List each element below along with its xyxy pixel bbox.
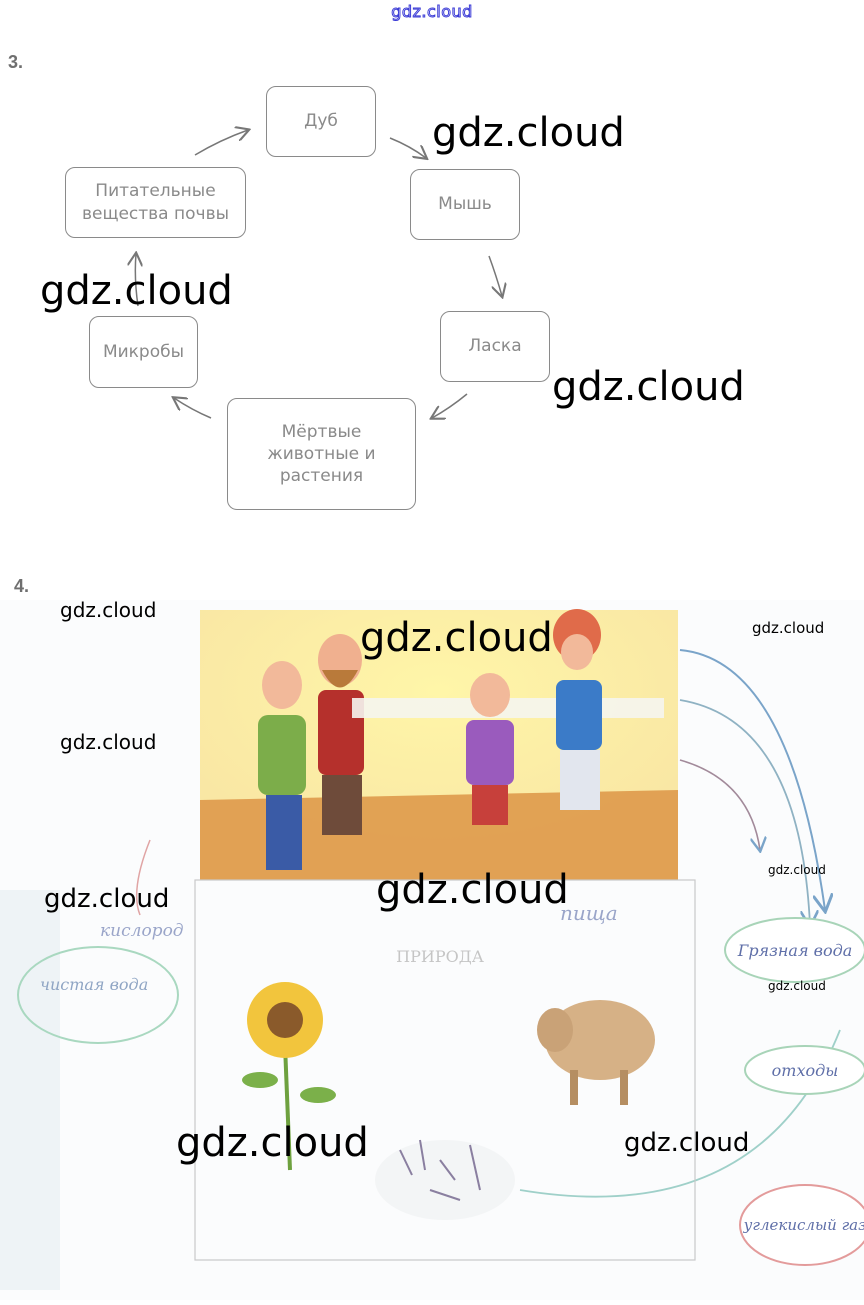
label-waste: отходы: [772, 1061, 839, 1080]
arrow-mouse-to-weasel: [489, 256, 502, 296]
person-woman: [553, 609, 602, 810]
nature-title: ПРИРОДА: [396, 947, 484, 966]
node-soil-nutrients-label: Питательные вещества почвы: [82, 180, 229, 224]
label-dirty-water: Грязная вода: [737, 941, 853, 960]
arrow-weasel-to-dead: [432, 394, 467, 418]
arrow-nutrients-to-oak: [195, 130, 248, 155]
watermark: gdz.cloud: [752, 619, 824, 637]
node-dead-organisms-label: Мёртвые животные и растения: [267, 421, 375, 487]
left-wash: [0, 890, 60, 1290]
watermark: gdz.cloud: [60, 730, 156, 754]
label-oxygen: кислород: [100, 921, 184, 941]
watermark: gdz.cloud: [768, 863, 826, 877]
watermark: gdz.cloud: [768, 979, 826, 993]
node-oak-label: Дуб: [304, 110, 338, 132]
watermark: gdz.cloud: [360, 615, 553, 661]
label-clean-water: чистая вода: [40, 975, 148, 994]
arrow-dead-to-microbes: [174, 398, 211, 418]
soil-microbes-picture: [375, 1140, 515, 1220]
watermark: gdz.cloud: [176, 1120, 369, 1166]
node-soil-nutrients: Питательные вещества почвы: [65, 167, 246, 238]
person-child-purple: [466, 673, 514, 825]
watermark: gdz.cloud: [44, 884, 169, 914]
node-oak: Дуб: [266, 86, 376, 157]
node-dead-organisms: Мёртвые животные и растения: [227, 398, 416, 510]
node-weasel: Ласка: [440, 311, 550, 382]
label-co2: углекислый газ: [743, 1216, 864, 1234]
person-man-beard: [318, 634, 364, 835]
node-mouse: Мышь: [410, 169, 520, 240]
watermark: gdz.cloud: [624, 1128, 749, 1158]
watermark: gdz.cloud: [40, 268, 233, 314]
node-microbes-label: Микробы: [103, 341, 184, 363]
node-mouse-label: Мышь: [438, 193, 492, 215]
node-weasel-label: Ласка: [468, 335, 521, 357]
watermark: gdz.cloud: [552, 364, 745, 410]
task-4-illustration: ПРИРОДА кислород чистая вода пища Грязна…: [0, 590, 864, 1305]
watermark: gdz.cloud: [432, 110, 625, 156]
arrow-oak-to-mouse: [390, 138, 426, 158]
node-microbes: Микробы: [89, 316, 198, 388]
watermark: gdz.cloud: [60, 598, 156, 622]
watermark: gdz.cloud: [376, 867, 569, 913]
